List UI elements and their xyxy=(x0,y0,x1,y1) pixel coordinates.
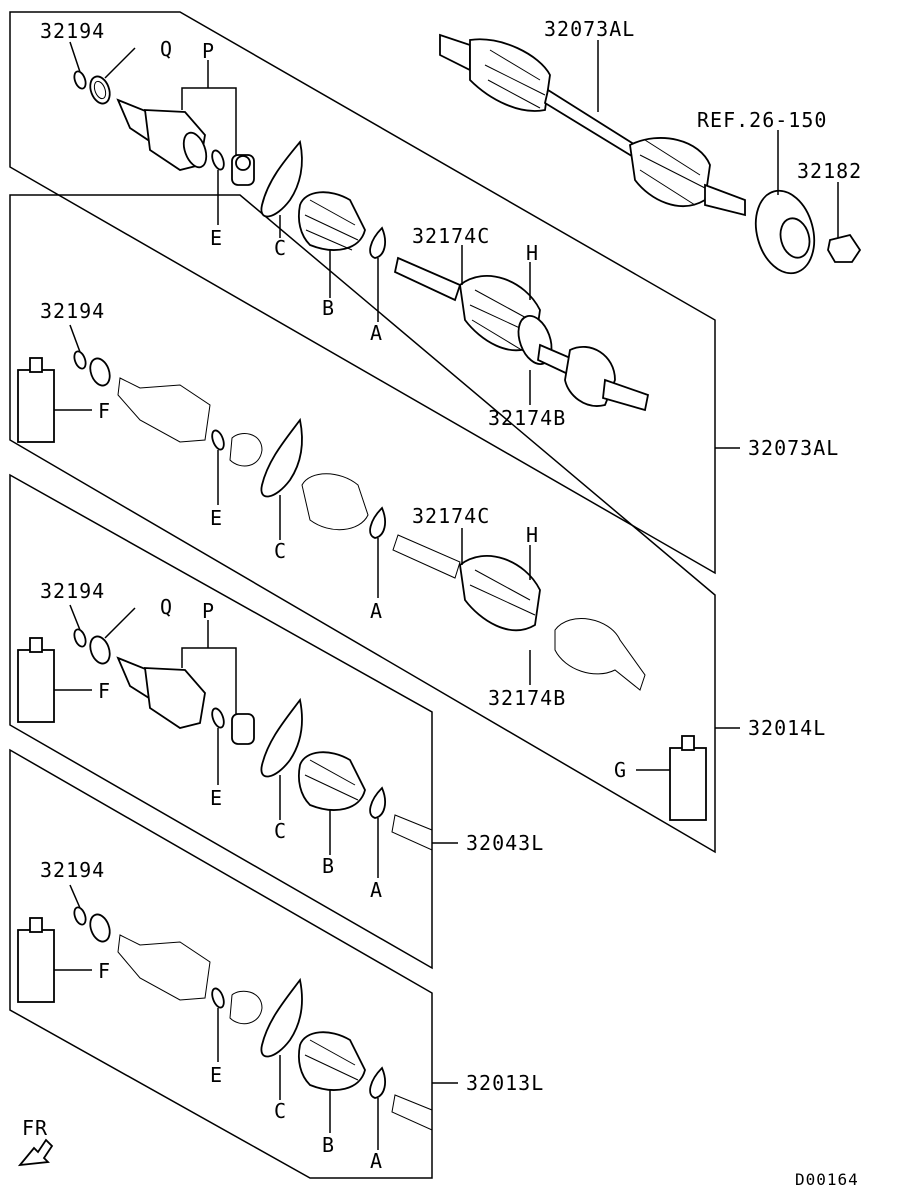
circlip-ring-4 xyxy=(73,906,87,926)
panel-kit-32043L xyxy=(9,473,433,970)
circlip-ring-2 xyxy=(73,350,87,370)
panel-kit-32014L xyxy=(9,194,716,854)
label-circlip-1: 32194 xyxy=(40,19,105,43)
drawing-code: D00164 xyxy=(795,1170,859,1187)
driveshaft-assembly xyxy=(439,33,746,217)
ring-q-1 xyxy=(89,75,111,105)
boot-b-4 xyxy=(297,1031,366,1091)
ring-e-3 xyxy=(211,707,225,729)
boot-band-c-2 xyxy=(260,417,303,498)
label-32073AL-ref: 32073AL xyxy=(748,436,839,460)
circlip-ring-1 xyxy=(73,70,87,90)
front-direction-arrow-icon xyxy=(17,1138,54,1167)
boot-band-c-1 xyxy=(260,140,303,218)
label-nut-32182: 32182 xyxy=(797,159,862,183)
panel-kit-32013L xyxy=(9,748,433,1179)
label-f-2: F xyxy=(98,679,111,703)
label-32174C-2: 32174C xyxy=(412,504,490,528)
shaft-stub-4 xyxy=(391,1094,433,1131)
label-g: G xyxy=(614,758,627,782)
boot-band-c-4 xyxy=(260,977,303,1058)
boot-outline-2 xyxy=(301,473,369,531)
housing-outline-4 xyxy=(117,934,211,1001)
label-32013L: 32013L xyxy=(466,1071,544,1095)
label-e-4: E xyxy=(210,1063,223,1087)
label-c-2: C xyxy=(274,539,287,563)
band-a-3 xyxy=(369,786,386,819)
label-32073AL-top: 32073AL xyxy=(544,17,635,41)
label-a-2: A xyxy=(370,599,383,623)
shaft-with-bands xyxy=(393,256,650,412)
tripod-outline-4 xyxy=(229,990,263,1025)
label-e-2: E xyxy=(210,506,223,530)
label-circlip-3: 32194 xyxy=(40,579,105,603)
circlip-ring-3 xyxy=(73,628,87,648)
tripod-p-1 xyxy=(231,154,255,186)
ring-e-1 xyxy=(211,149,225,171)
ring-2 xyxy=(89,357,111,387)
label-h-2: H xyxy=(526,523,539,547)
inner-joint-housing-3 xyxy=(116,656,206,729)
label-h-1: H xyxy=(526,241,539,265)
hub-ref xyxy=(754,189,816,275)
label-32014L: 32014L xyxy=(748,716,826,740)
label-p-3: P xyxy=(202,599,215,623)
panel-upper xyxy=(9,11,716,575)
label-b-1: B xyxy=(322,296,335,320)
ring-e-2 xyxy=(211,429,225,451)
label-32174B-1: 32174B xyxy=(488,406,566,430)
label-fr: FR xyxy=(22,1116,48,1140)
grease-f-2 xyxy=(17,637,55,723)
label-32043L: 32043L xyxy=(466,831,544,855)
label-c-4: C xyxy=(274,1099,287,1123)
band-a-4 xyxy=(369,1066,386,1099)
ring-4 xyxy=(89,913,111,943)
housing-outline-2 xyxy=(117,377,211,443)
label-f-3: F xyxy=(98,959,111,983)
leader-lines xyxy=(54,40,839,1150)
label-b-4: B xyxy=(322,1133,335,1157)
band-a-1 xyxy=(369,226,386,259)
label-a-1: A xyxy=(370,321,383,345)
label-a-4: A xyxy=(370,1149,383,1173)
ring-q-3 xyxy=(89,635,111,665)
nut-32182 xyxy=(827,233,862,263)
band-a-2 xyxy=(369,506,386,539)
label-q-1: Q xyxy=(160,37,173,61)
ring-e-4 xyxy=(211,987,225,1009)
label-circlip-4: 32194 xyxy=(40,858,105,882)
label-b-3: B xyxy=(322,854,335,878)
label-p-1: P xyxy=(202,39,215,63)
label-32174B-2: 32174B xyxy=(488,686,566,710)
shaft-outline-2 xyxy=(392,534,646,691)
boot-band-c-3 xyxy=(260,697,303,778)
grease-f-1 xyxy=(17,357,55,443)
boot-b-1 xyxy=(297,191,366,251)
label-a-3: A xyxy=(370,878,383,902)
grease-f-3 xyxy=(17,917,55,1003)
label-e-3: E xyxy=(210,786,223,810)
grease-g xyxy=(669,735,707,821)
shaft-stub-3 xyxy=(391,814,433,851)
label-c-1: C xyxy=(274,236,287,260)
label-e-1: E xyxy=(210,226,223,250)
label-f-1: F xyxy=(98,399,111,423)
label-32174C-1: 32174C xyxy=(412,224,490,248)
tripod-p-3 xyxy=(231,713,255,745)
label-q-3: Q xyxy=(160,595,173,619)
tripod-outline-2 xyxy=(229,433,263,467)
label-ref-26-150: REF.26-150 xyxy=(697,108,827,132)
boot-b-3 xyxy=(297,751,366,811)
inner-joint-housing-1 xyxy=(116,98,208,171)
label-circlip-2: 32194 xyxy=(40,299,105,323)
label-c-3: C xyxy=(274,819,287,843)
